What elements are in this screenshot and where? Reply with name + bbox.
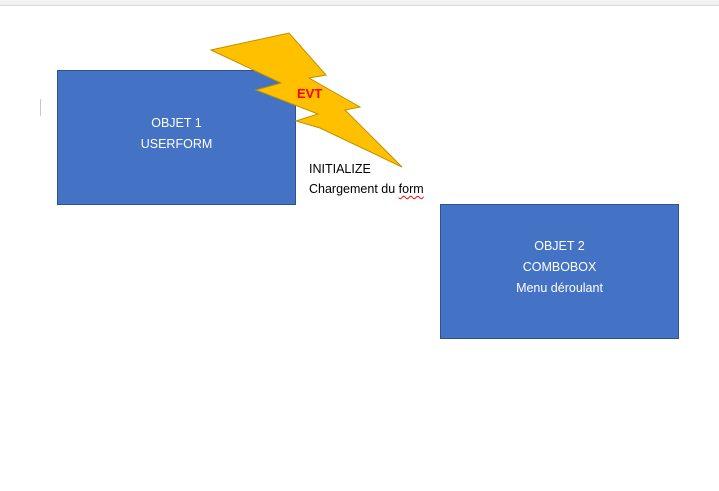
event-caption-text: Chargement du: [309, 182, 399, 196]
ruler-edge: [0, 0, 719, 6]
event-caption-description: Chargement du form: [309, 179, 424, 199]
event-caption: INITIALIZE Chargement du form: [309, 159, 424, 199]
object-1-title: OBJET 1: [151, 115, 202, 130]
spellcheck-flagged-word[interactable]: form: [398, 182, 424, 196]
event-caption-name: INITIALIZE: [309, 162, 371, 176]
object-2-box[interactable]: OBJET 2 COMBOBOX Menu déroulant: [440, 204, 679, 339]
object-2-title: OBJET 2: [534, 239, 585, 253]
object-2-description: Menu déroulant: [516, 281, 603, 295]
object-1-box[interactable]: OBJET 1 USERFORM: [57, 70, 296, 205]
text-cursor: [40, 99, 41, 116]
object-2-type: COMBOBOX: [522, 260, 597, 274]
object-1-type: USERFORM: [140, 136, 213, 151]
event-label: EVT: [297, 86, 323, 101]
